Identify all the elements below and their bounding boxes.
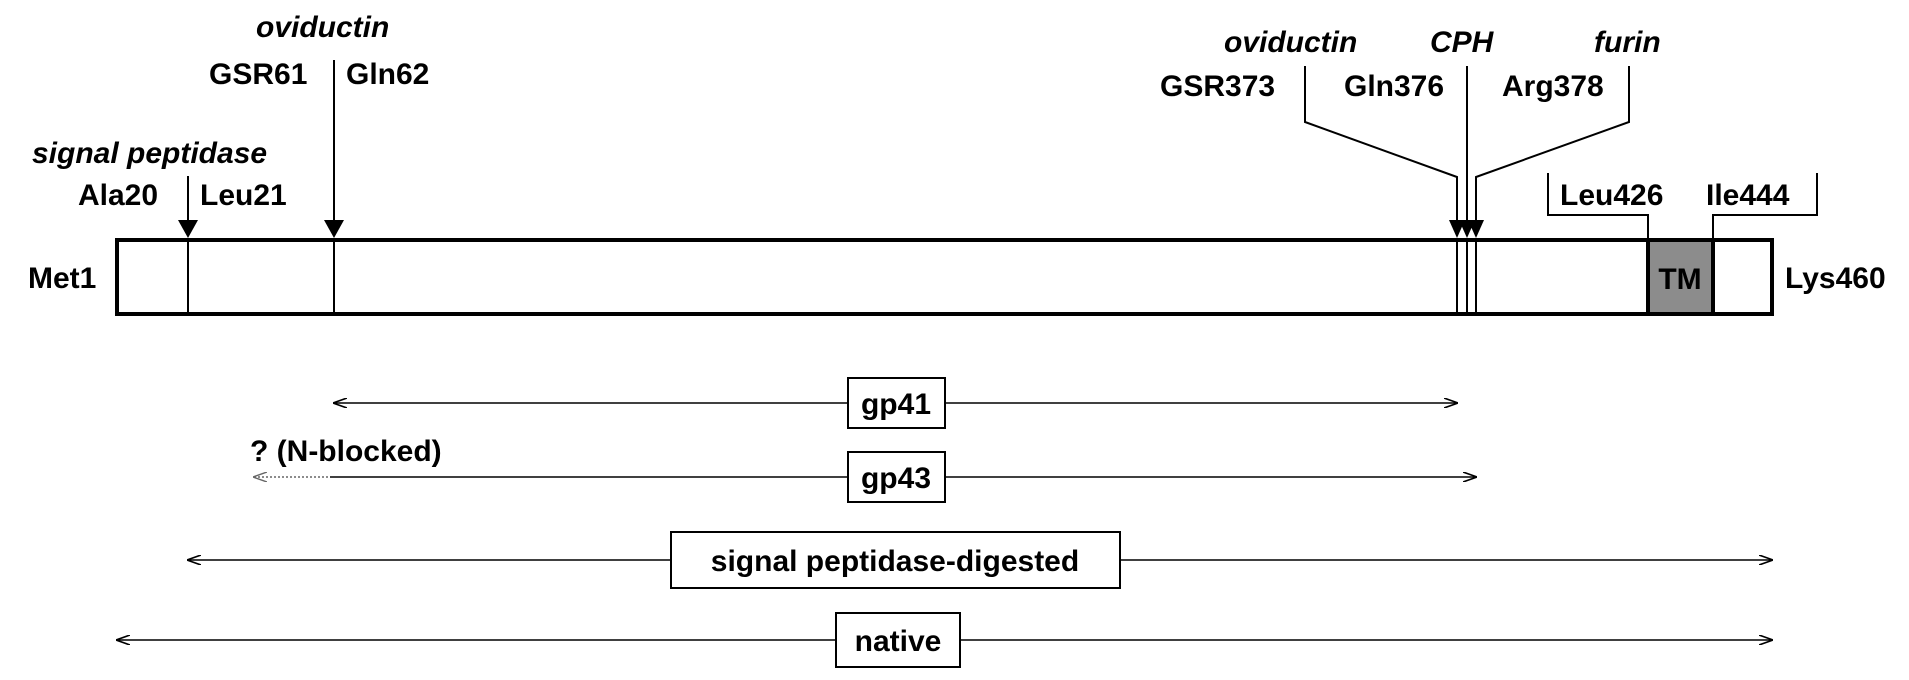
ala20-label: Ala20 xyxy=(78,179,158,212)
signal-peptidase-site: signal peptidase Ala20 Leu21 xyxy=(32,137,287,238)
sp-digested-box xyxy=(670,531,1121,589)
gsr373-label: GSR373 xyxy=(1160,70,1275,103)
gln376-label: Gln376 xyxy=(1344,70,1444,103)
ile444-label: Ile444 xyxy=(1706,179,1790,212)
oviductin-62-arrowhead xyxy=(324,220,344,238)
n-terminus-label: Met1 xyxy=(28,262,96,295)
fragment-gp43: ? (N-blocked) gp43 xyxy=(250,435,1476,503)
cleavage-cluster: oviductin CPH furin GSR373 Gln376 Arg378 xyxy=(1160,26,1661,238)
arg378-label: Arg378 xyxy=(1502,70,1604,103)
tm-label: TM xyxy=(1658,263,1701,296)
tm-range: Leu426 Ile444 xyxy=(1547,173,1818,240)
c-terminus-label: Lys460 xyxy=(1785,262,1886,295)
oviductin-62-enzyme: oviductin xyxy=(256,11,389,44)
furin-arrowhead xyxy=(1468,220,1484,238)
fragment-native: native xyxy=(117,612,1772,668)
leu426-bracket xyxy=(1547,173,1649,240)
signal-peptidase-enzyme: signal peptidase xyxy=(32,137,267,170)
cph-enzyme: CPH xyxy=(1430,26,1495,59)
native-box xyxy=(835,612,961,668)
native-label: native xyxy=(855,625,942,658)
tm-domain-box xyxy=(1646,238,1715,316)
gp43-label: gp43 xyxy=(861,462,931,495)
signal-peptidase-arrowhead xyxy=(178,220,198,238)
gp41-label: gp41 xyxy=(861,388,931,421)
fragment-gp41: gp41 xyxy=(334,377,1457,429)
furin-enzyme: furin xyxy=(1594,26,1661,59)
protein-bar: TM xyxy=(115,238,1774,316)
gp41-box xyxy=(847,377,946,429)
gsr61-label: GSR61 xyxy=(209,58,307,91)
fragment-signal-peptidase-digested: signal peptidase-digested xyxy=(188,531,1772,589)
sp-digested-label: signal peptidase-digested xyxy=(711,545,1079,578)
leu426-label: Leu426 xyxy=(1560,179,1663,212)
n-blocked-note: ? (N-blocked) xyxy=(250,435,442,468)
oviductin-373-leader xyxy=(1304,66,1458,222)
protein-outline xyxy=(115,238,1774,316)
ile444-bracket xyxy=(1712,173,1818,240)
furin-leader xyxy=(1475,66,1630,222)
oviductin-site-62: oviductin GSR61 Gln62 xyxy=(209,11,429,238)
gln62-label: Gln62 xyxy=(346,58,429,91)
gp43-box xyxy=(847,451,946,503)
oviductin-373-enzyme: oviductin xyxy=(1224,26,1357,59)
leu21-label: Leu21 xyxy=(200,179,287,212)
